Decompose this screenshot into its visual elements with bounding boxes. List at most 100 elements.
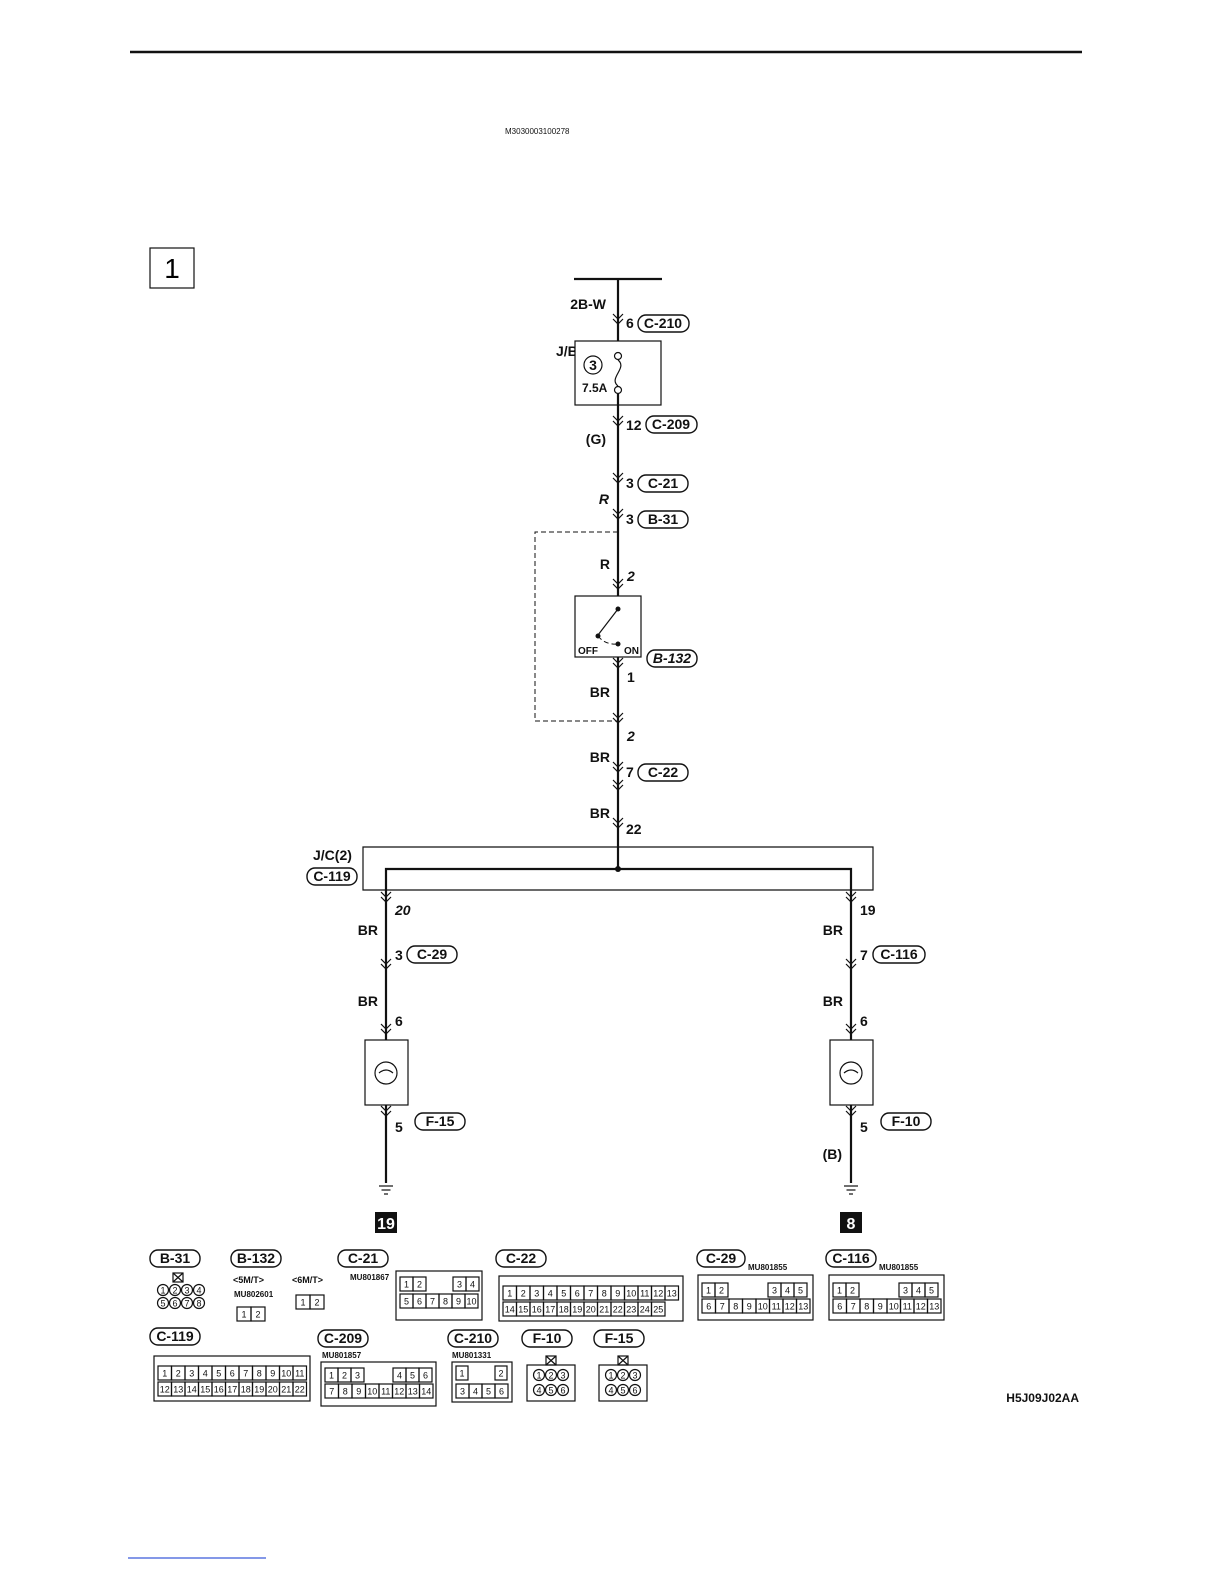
pin-number: 9: [456, 1297, 461, 1307]
pin-cell: [412, 1276, 427, 1292]
pin-number: 1: [536, 1371, 541, 1381]
pin-number: 7: [430, 1297, 435, 1307]
switch-contact-on: [615, 641, 621, 647]
right-conn-f10: F-10: [892, 1113, 921, 1129]
pin-number: 8: [602, 1289, 607, 1299]
legend-c116-housing: [828, 1274, 945, 1321]
section-number: 1: [164, 253, 180, 284]
pin-number: 3: [460, 1387, 465, 1397]
pin-cell: [180, 1283, 194, 1297]
wire-color-br2: BR: [590, 749, 610, 765]
pin-number: 3: [355, 1371, 360, 1381]
conn-badge-c22: [637, 763, 689, 782]
legend-name-c209: C-209: [324, 1330, 362, 1346]
legend-c209-housing: [320, 1361, 437, 1407]
left-wire-color-2: BR: [358, 993, 378, 1009]
figure-id: H5J09J02AA: [1006, 1391, 1079, 1405]
pin-number: 3: [560, 1371, 565, 1381]
pin-number: 10: [889, 1302, 899, 1312]
pin-number: 6: [837, 1302, 842, 1312]
pin-number: 10: [466, 1297, 476, 1307]
pin-number: 18: [241, 1385, 251, 1395]
pin-number: 10: [367, 1387, 377, 1397]
pin-number: 16: [214, 1385, 224, 1395]
pin-number: 2: [521, 1289, 526, 1299]
conn-badge-c29: [406, 945, 458, 964]
legend-f15-lock-icon: [617, 1355, 629, 1366]
pin-number: 4: [785, 1286, 790, 1296]
conn-badge-f10: [880, 1112, 932, 1131]
pin-number: 13: [929, 1302, 939, 1312]
pin-number: 19: [572, 1305, 582, 1315]
pin-number: 4: [196, 1286, 201, 1296]
conn-label-c210: C-210: [644, 315, 682, 331]
right-ground-badge: [840, 1212, 862, 1233]
pin-cell: [926, 1298, 942, 1314]
left-ground-number: 19: [377, 1216, 395, 1233]
pin-number: 3: [184, 1286, 189, 1296]
conn-label-c21: C-21: [648, 475, 679, 491]
right-ground-number: 8: [847, 1216, 856, 1233]
pin-number: 21: [281, 1385, 291, 1395]
pin-number: 23: [626, 1305, 636, 1315]
legend-badge-c22: [495, 1249, 547, 1268]
pin-number: 7: [588, 1289, 593, 1299]
pin-number: 22: [295, 1385, 305, 1395]
right-lamp-bulb-icon: [839, 1061, 863, 1085]
pin-number: 7: [329, 1387, 334, 1397]
legend-name-c29: C-29: [706, 1250, 737, 1266]
right-ground-icon: [843, 1185, 859, 1195]
pin-number: 1: [459, 1369, 464, 1379]
pin-cell: [292, 1365, 308, 1381]
pin-b31: 3: [626, 511, 634, 527]
legend-c21-part: MU801867: [350, 1273, 390, 1282]
conn-badge-f15: [414, 1112, 466, 1131]
pin-cell: [464, 1293, 479, 1309]
fuse-number: 3: [589, 357, 597, 373]
pin-number: 14: [187, 1385, 197, 1395]
conn-badge-b31: [637, 510, 689, 529]
left-lamp-bulb-icon: [374, 1061, 398, 1085]
pin-number: 9: [270, 1369, 275, 1379]
pin-number: 1: [837, 1286, 842, 1296]
pin-cell: [616, 1368, 630, 1382]
pin-after-switch: 2: [626, 728, 635, 744]
pin-number: 15: [518, 1305, 528, 1315]
legend-c210-housing: [451, 1361, 513, 1403]
pin-number: 5: [160, 1299, 165, 1309]
pin-c21: 3: [626, 475, 634, 491]
pin-number: 11: [640, 1289, 649, 1299]
pin-cell: [418, 1383, 434, 1399]
pin-number: 5: [798, 1286, 803, 1296]
right-wire-color-2: BR: [823, 993, 843, 1009]
right-lamp-filament: [843, 1069, 859, 1074]
jc-label: J/C(2): [313, 847, 352, 863]
wire-color-r2: R: [600, 556, 610, 572]
left-lamp-filament: [378, 1069, 394, 1074]
pin-number: 2: [314, 1298, 319, 1308]
switch-box: [574, 595, 642, 658]
pin-cell: [604, 1368, 618, 1382]
pin-cell: [544, 1383, 558, 1397]
pin-number: 6: [172, 1299, 177, 1309]
legend-name-c210: C-210: [454, 1330, 492, 1346]
pin-number: 8: [196, 1299, 201, 1309]
legend-f15-housing: [598, 1364, 648, 1402]
legend-name-c21: C-21: [348, 1250, 379, 1266]
conn-label-c22: C-22: [648, 764, 679, 780]
joint-connector-bar: [384, 867, 853, 890]
pin-number: 3: [457, 1280, 462, 1290]
legend-badge-c21: [337, 1249, 389, 1268]
pin-number: 6: [560, 1386, 565, 1396]
joint-connector-outer: [362, 846, 874, 891]
right-wire-color-1: BR: [823, 922, 843, 938]
pin-number: 25: [653, 1305, 663, 1315]
pin-number: 10: [281, 1369, 291, 1379]
pin-cell: [465, 1276, 480, 1292]
conn-badge-b132: [646, 649, 698, 668]
pin-number: 2: [850, 1286, 855, 1296]
pin-number: 11: [381, 1387, 390, 1397]
pin-number: 1: [608, 1371, 613, 1381]
